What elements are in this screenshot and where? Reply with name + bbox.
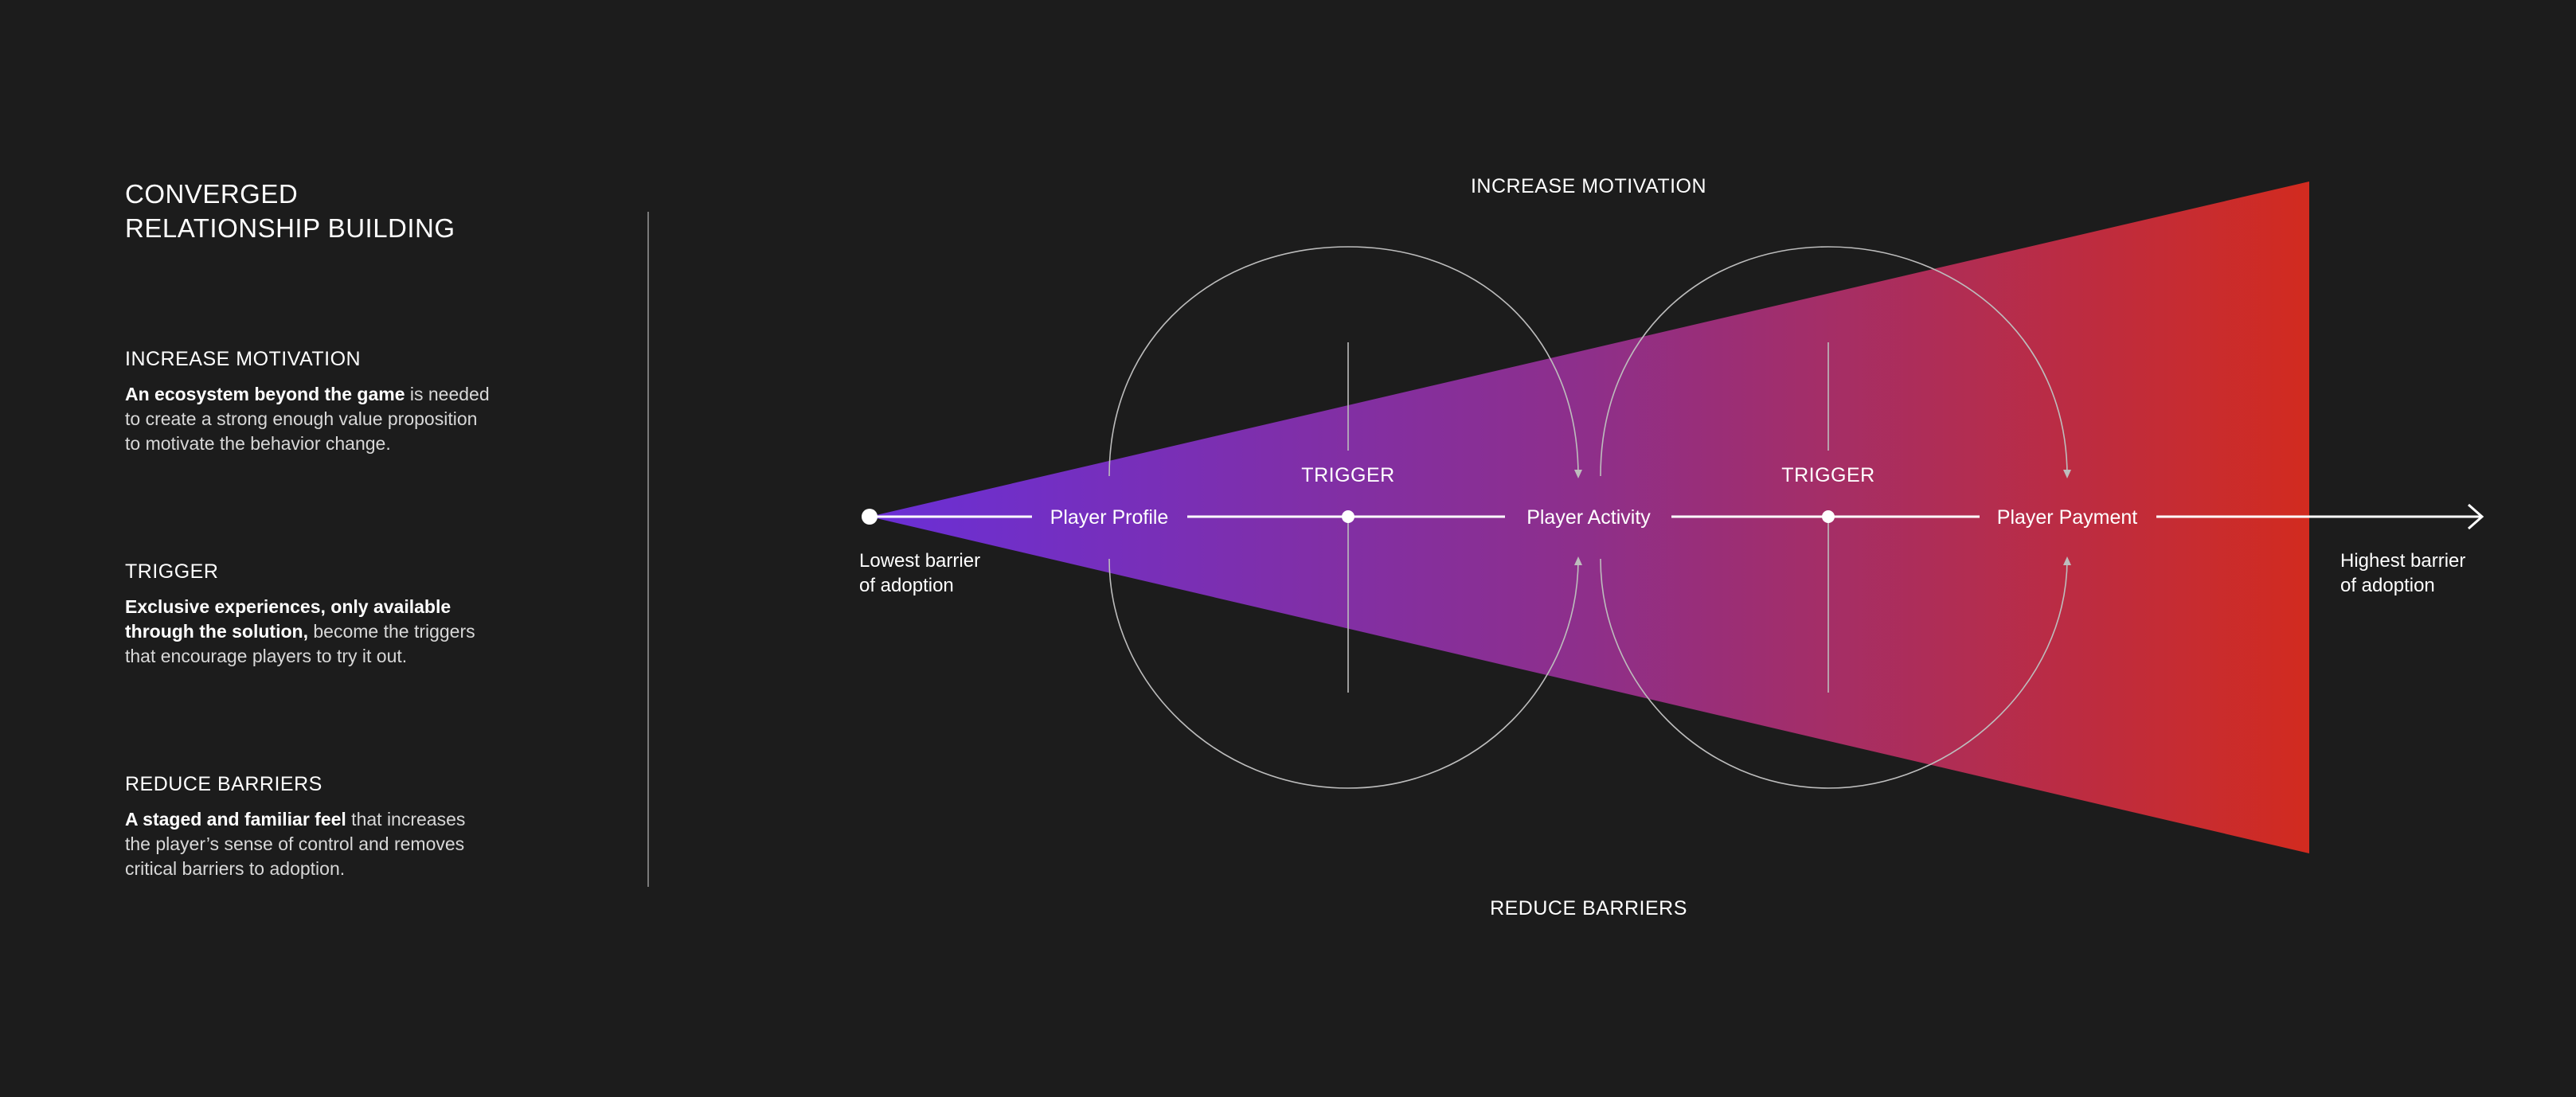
- section-body-text: to create a strong enough value proposit…: [125, 408, 478, 429]
- trigger-node-2: [1822, 510, 1835, 523]
- section-body-text: the player’s sense of control and remove…: [125, 833, 465, 854]
- section-body-text: to motivate the behavior change.: [125, 433, 391, 454]
- trigger-node-1: [1342, 510, 1354, 523]
- loop-arrowhead: [1574, 556, 1582, 565]
- end-label-line-1: Highest barrier: [2340, 550, 2465, 572]
- section-body-bold: A staged and familiar feel: [125, 809, 346, 830]
- loop-2-top: [1600, 246, 2068, 477]
- section-reduce-barriers: REDUCE BARRIERS A staged and familiar fe…: [125, 772, 539, 881]
- section-body-text: critical barriers to adoption.: [125, 858, 346, 879]
- section-heading: TRIGGER: [125, 560, 219, 583]
- section-body: An ecosystem beyond the game is needed t…: [125, 382, 539, 456]
- section-body-text: become the triggers: [307, 621, 475, 642]
- section-body-text: is needed: [405, 384, 490, 404]
- vertical-divider: [647, 212, 649, 887]
- loop-2-bottom: [1600, 558, 2068, 789]
- title-line-2: RELATIONSHIP BUILDING: [125, 213, 455, 243]
- top-label: INCREASE MOTIVATION: [1471, 175, 1706, 197]
- trigger-lines: [1347, 342, 1829, 693]
- section-trigger: TRIGGER Exclusive experiences, only avai…: [125, 560, 539, 669]
- start-node: [862, 509, 878, 525]
- loop-1-bottom: [1108, 558, 1579, 789]
- start-label-line-2: of adoption: [859, 575, 954, 596]
- stage-label-player-profile: Player Profile: [1050, 506, 1169, 529]
- stage-label-player-payment: Player Payment: [1997, 506, 2138, 529]
- stage-label-player-activity: Player Activity: [1526, 506, 1651, 529]
- section-heading: REDUCE BARRIERS: [125, 773, 322, 795]
- section-body-bold: Exclusive experiences, only available: [125, 596, 451, 617]
- section-body: Exclusive experiences, only available th…: [125, 595, 539, 669]
- section-body-bold: through the solution,: [125, 621, 308, 642]
- loop-arrowheads: [1574, 470, 2071, 565]
- axis-arrowhead: [2468, 503, 2484, 530]
- section-body-text: that increases: [346, 809, 466, 830]
- adoption-cone: [870, 182, 2309, 853]
- section-body: A staged and familiar feel that increase…: [125, 807, 539, 881]
- loop-arrowhead: [2063, 470, 2071, 478]
- section-heading: INCREASE MOTIVATION: [125, 348, 362, 370]
- loop-1-top: [1108, 246, 1579, 477]
- section-body-bold: An ecosystem beyond the game: [125, 384, 405, 404]
- start-label-line-1: Lowest barrier: [859, 550, 980, 572]
- end-label-line-2: of adoption: [2340, 575, 2435, 596]
- loops: [1108, 246, 2068, 789]
- loop-arrowhead: [2063, 556, 2071, 565]
- trigger-label-2: TRIGGER: [1781, 464, 1874, 486]
- title-line-1: CONVERGED: [125, 179, 299, 209]
- section-increase-motivation: INCREASE MOTIVATION An ecosystem beyond …: [125, 347, 539, 456]
- loop-arrowhead: [1574, 470, 1582, 478]
- trigger-label-1: TRIGGER: [1301, 464, 1394, 486]
- diagram-title: CONVERGED RELATIONSHIP BUILDING: [125, 177, 455, 245]
- section-body-text: that encourage players to try it out.: [125, 646, 408, 666]
- bottom-label: REDUCE BARRIERS: [1490, 897, 1687, 919]
